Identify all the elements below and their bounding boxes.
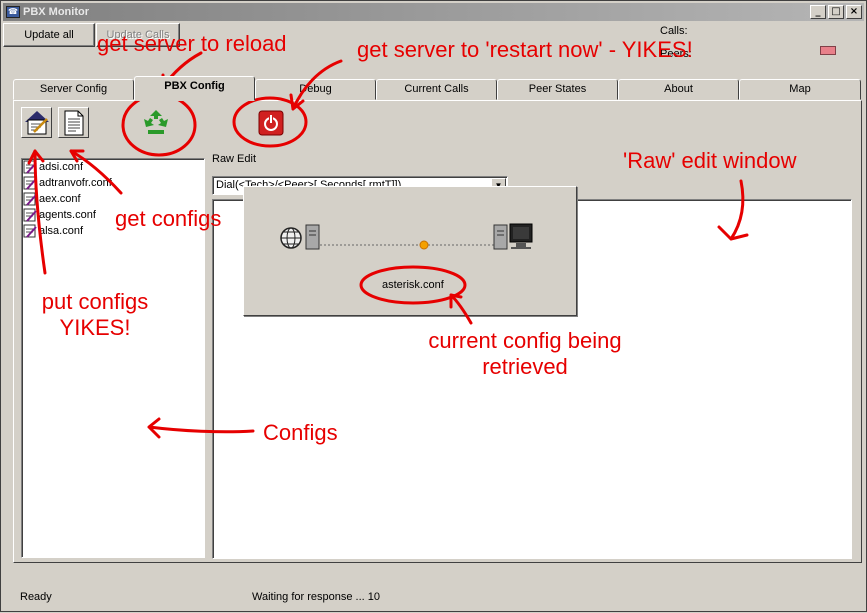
app-icon: ☎ — [6, 6, 20, 18]
config-file-name: adsi.conf — [39, 161, 84, 173]
annotation-put-configs: put configs YIKES! — [35, 289, 155, 341]
annotation-reload: get server to reload — [97, 31, 287, 56]
calls-label: Calls: — [660, 25, 688, 37]
list-item[interactable]: aex.conf — [22, 191, 204, 207]
tab-about[interactable]: About — [618, 79, 739, 100]
annotation-restart: get server to 'restart now' - YIKES! — [357, 37, 693, 62]
put-configs-icon[interactable] — [21, 107, 52, 138]
annotation-get-configs: get configs — [115, 206, 222, 231]
get-configs-icon[interactable] — [58, 107, 89, 138]
config-file-icon — [23, 224, 37, 238]
annotation-current-config: current config being retrieved — [415, 328, 635, 380]
window-title: PBX Monitor — [23, 6, 89, 18]
config-file-icon — [23, 192, 37, 206]
tab-server-config[interactable]: Server Config — [13, 79, 134, 100]
minimize-button[interactable]: _ — [810, 5, 826, 19]
reload-icon[interactable] — [140, 106, 171, 137]
tab-pbx-config[interactable]: PBX Config — [134, 76, 255, 101]
peers-label: Peers: — [660, 48, 692, 60]
annotation-put-configs-line1: put configs — [41, 289, 149, 314]
annotation-raw-edit: 'Raw' edit window — [623, 148, 797, 173]
title-bar: ☎ PBX Monitor _ □ × — [3, 3, 864, 21]
tab-peer-states[interactable]: Peer States — [497, 79, 618, 100]
annotation-put-configs-line2: YIKES! — [59, 315, 131, 340]
config-file-name: alsa.conf — [39, 225, 84, 237]
tab-current-calls[interactable]: Current Calls — [376, 79, 497, 100]
config-file-icon — [23, 160, 37, 174]
list-item[interactable]: adtranvofr.conf — [22, 175, 204, 191]
retrieving-file-name: asterisk.conf — [382, 279, 444, 291]
config-file-name: aex.conf — [39, 193, 81, 205]
server-icon — [305, 224, 320, 250]
tab-strip: Server Config PBX Config Debug Current C… — [13, 76, 861, 101]
maximize-button[interactable]: □ — [828, 5, 844, 19]
config-file-icon — [23, 208, 37, 222]
config-file-name: agents.conf — [39, 209, 96, 221]
tab-debug[interactable]: Debug — [255, 79, 376, 100]
annotation-current-config-line1: current config being — [428, 328, 622, 353]
update-calls-button[interactable]: Update Calls — [96, 23, 180, 47]
tab-map[interactable]: Map — [739, 79, 861, 100]
update-all-button[interactable]: Update all — [3, 23, 95, 47]
config-file-list[interactable]: adsi.conf adtranvofr.conf aex.conf agent… — [21, 158, 205, 558]
close-button[interactable]: × — [846, 5, 862, 19]
status-waiting: Waiting for response ... 10 — [252, 591, 380, 603]
annotation-current-config-line2: retrieved — [482, 354, 568, 379]
restart-now-icon[interactable] — [255, 107, 286, 138]
status-bar: Ready Waiting for response ... 10 — [1, 585, 867, 613]
config-file-name: adtranvofr.conf — [39, 177, 112, 189]
annotation-configs: Configs — [263, 420, 338, 445]
globe-icon — [280, 227, 302, 249]
raw-edit-label: Raw Edit — [212, 153, 257, 165]
server-icon — [493, 224, 508, 250]
config-file-icon — [23, 176, 37, 190]
list-item[interactable]: adsi.conf — [22, 159, 204, 175]
tab-panel — [13, 100, 862, 563]
computer-icon — [509, 223, 533, 249]
retrieval-progress-dialog: asterisk.conf — [243, 186, 577, 316]
status-ready: Ready — [20, 591, 52, 603]
alarm-indicator — [820, 46, 836, 55]
